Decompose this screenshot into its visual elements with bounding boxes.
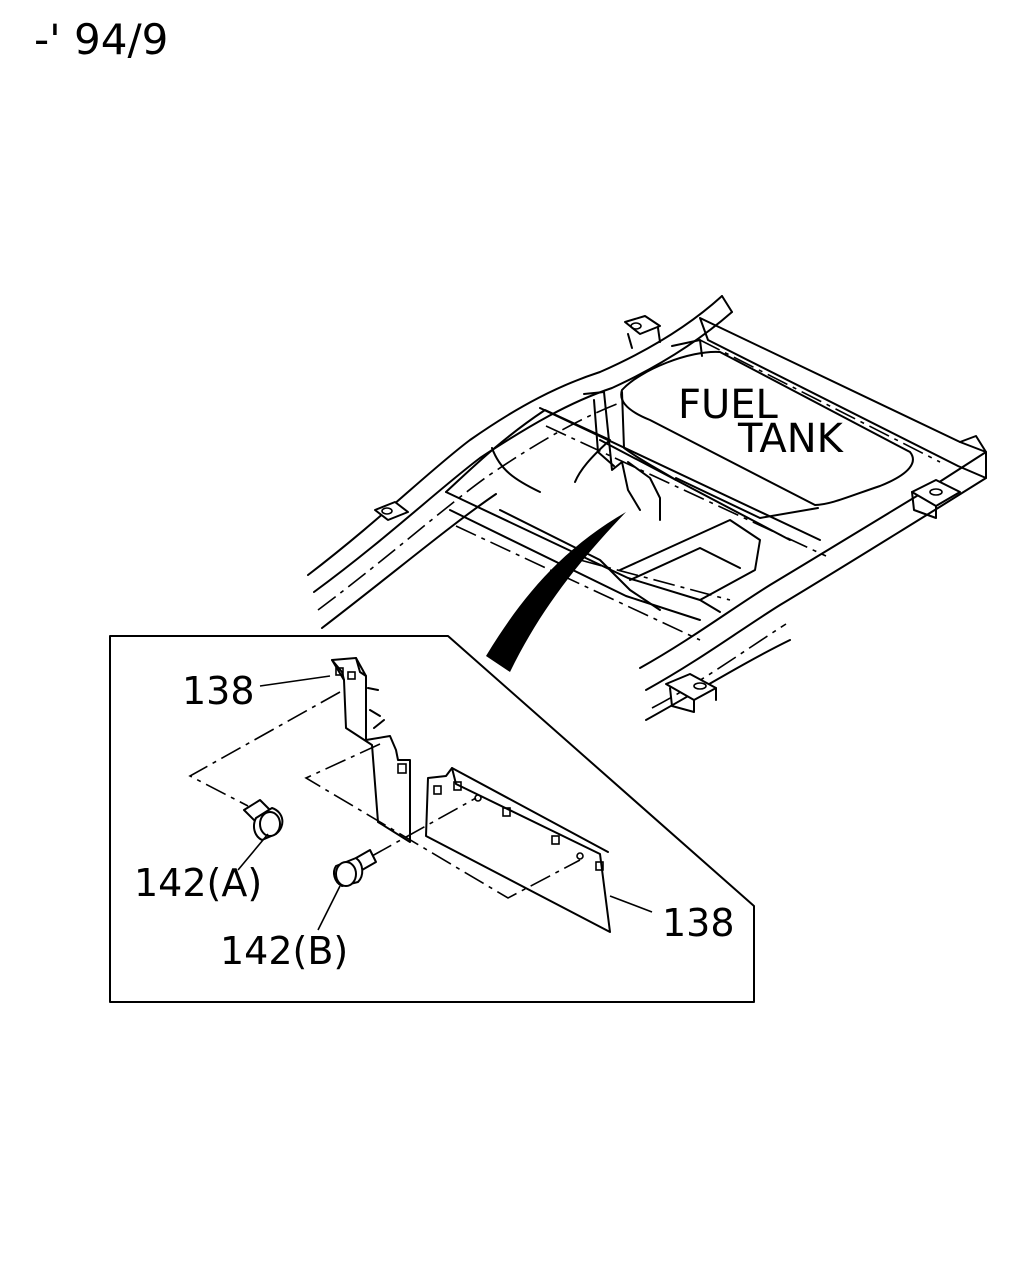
- tank-label: TANK: [737, 416, 845, 462]
- date-code: -' 94/9: [34, 15, 168, 64]
- part-label-138-top: 138: [182, 669, 255, 713]
- chassis-frame: [307, 295, 987, 721]
- bolt-142a: [243, 799, 284, 841]
- part-label-142b: 142(B): [220, 929, 348, 973]
- detail-box: 138 142(A) 142(B) 138: [109, 635, 755, 1003]
- bolt-142b: [333, 849, 377, 887]
- fuel-label: FUEL: [678, 382, 779, 428]
- callout-pointer: [486, 512, 626, 672]
- part-label-138-bottom: 138: [662, 901, 735, 945]
- fuel-tank: FUEL TANK: [620, 339, 914, 519]
- part-label-142a: 142(A): [134, 861, 262, 905]
